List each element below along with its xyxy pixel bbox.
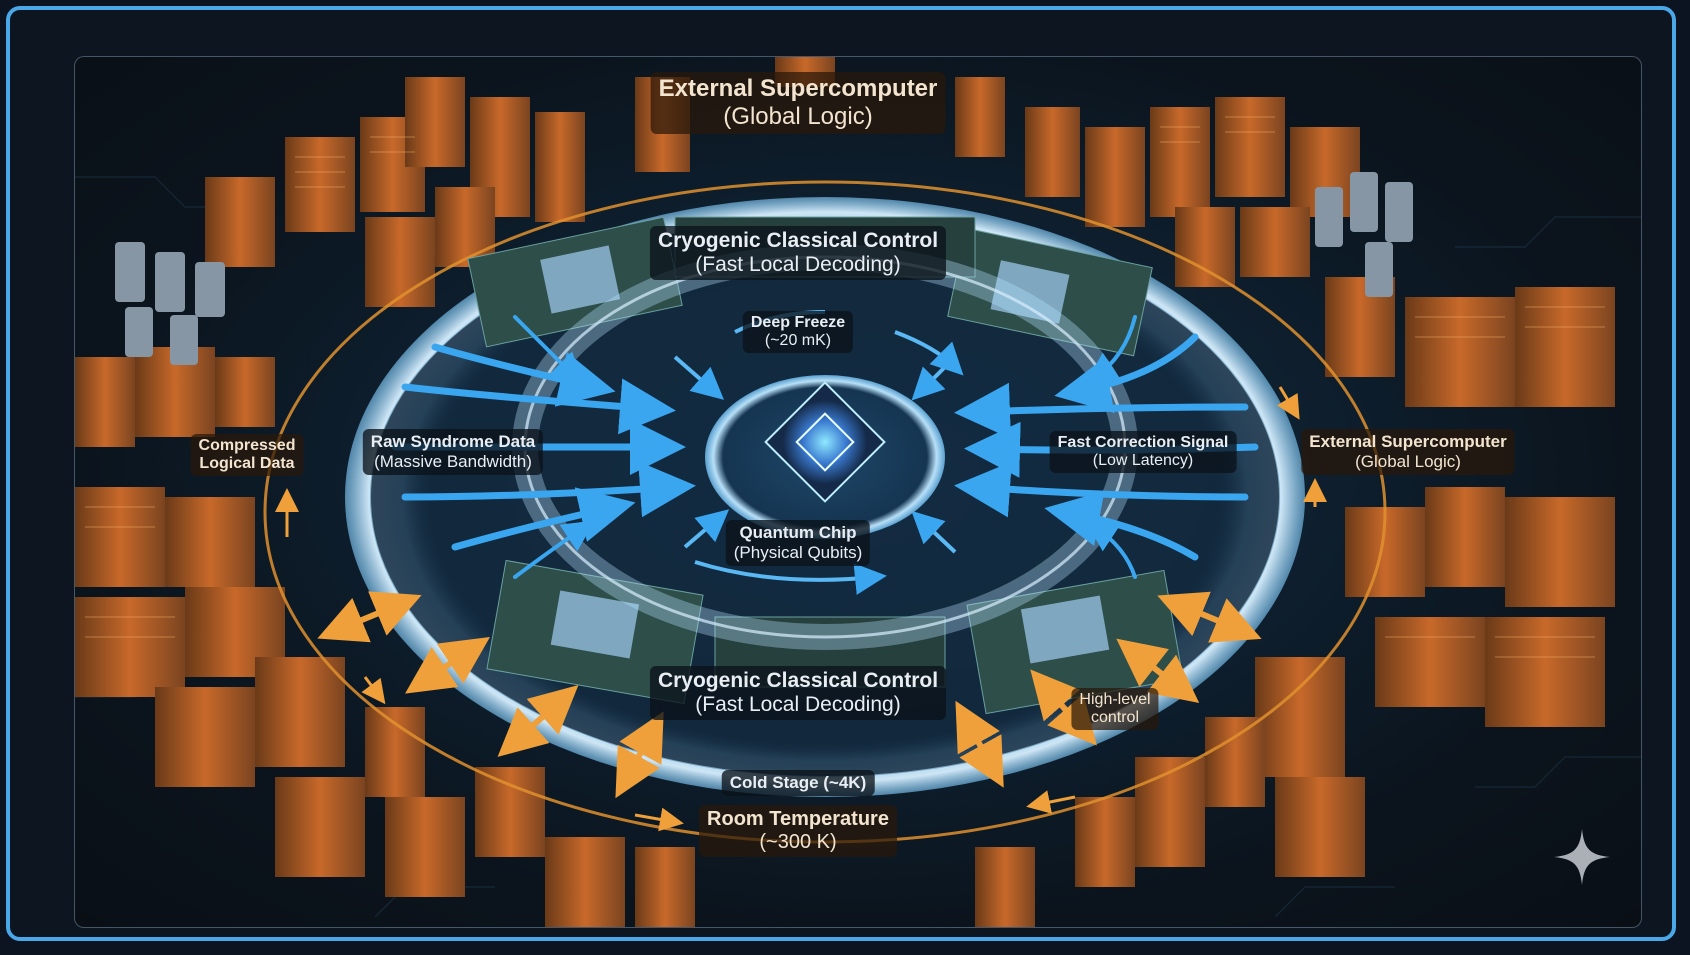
- deep-freeze-sub: (~20 mK): [764, 332, 832, 349]
- label-raw-syndrome: Raw Syndrome Data (Massive Bandwidth): [362, 429, 544, 475]
- raw-syndrome-sub: (Massive Bandwidth): [374, 452, 532, 471]
- label-quantum-chip: Quantum Chip (Physical Qubits): [725, 520, 871, 566]
- high-level-title: High-level: [1079, 691, 1151, 708]
- label-cryo-top: Cryogenic Classical Control (Fast Local …: [649, 226, 947, 280]
- quantum-chip-die: [764, 381, 886, 503]
- label-high-level: High-level control: [1071, 688, 1159, 730]
- deep-freeze-title: Deep Freeze: [750, 314, 846, 331]
- cryo-bottom-title: Cryogenic Classical Control: [657, 669, 939, 692]
- server-racks: [75, 57, 1615, 927]
- room-temp-sub: (~300 K): [759, 831, 837, 853]
- label-compressed: Compressed Logical Data: [190, 434, 304, 476]
- label-cold-stage: Cold Stage (~4K): [721, 770, 875, 796]
- supercomputer-right-title: External Supercomputer: [1309, 432, 1507, 451]
- raw-syndrome-title: Raw Syndrome Data: [370, 432, 536, 451]
- four-point-star-icon: [1554, 829, 1610, 885]
- label-fast-correction: Fast Correction Signal (Low Latency): [1049, 431, 1237, 473]
- rack-slot-lights: [85, 116, 1605, 658]
- high-level-arrows: [317, 591, 1262, 799]
- compressed-title: Compressed: [198, 437, 296, 454]
- high-level-sub: control: [1090, 709, 1140, 726]
- cryo-top-sub: (Fast Local Decoding): [695, 253, 901, 276]
- label-supercomputer-right: External Supercomputer (Global Logic): [1301, 429, 1515, 475]
- cryo-bottom-sub: (Fast Local Decoding): [695, 693, 901, 716]
- quantum-chip-title: Quantum Chip: [739, 523, 857, 542]
- room-temp-title: Room Temperature: [707, 808, 889, 830]
- supercomputer-top-sub: (Global Logic): [723, 103, 873, 130]
- label-cryo-bottom: Cryogenic Classical Control (Fast Local …: [649, 666, 947, 720]
- diagram-panel: External Supercomputer (Global Logic) Cr…: [74, 56, 1642, 928]
- supercomputer-right-sub: (Global Logic): [1355, 452, 1461, 471]
- fast-correction-sub: (Low Latency): [1092, 452, 1194, 469]
- label-supercomputer-top: External Supercomputer (Global Logic): [650, 72, 946, 134]
- cold-stage-title: Cold Stage (~4K): [729, 773, 867, 792]
- cryo-top-title: Cryogenic Classical Control: [657, 229, 939, 252]
- label-room-temp: Room Temperature (~300 K): [699, 805, 897, 857]
- fast-correction-title: Fast Correction Signal: [1057, 434, 1229, 451]
- diagram-scene: [75, 57, 1641, 927]
- label-deep-freeze: Deep Freeze (~20 mK): [742, 311, 854, 353]
- quantum-chip-sub: (Physical Qubits): [733, 543, 863, 562]
- loop-arrows: [275, 386, 1327, 832]
- supercomputer-top-title: External Supercomputer: [658, 75, 938, 102]
- cooling-towers: [115, 172, 1413, 365]
- image-frame: External Supercomputer (Global Logic) Cr…: [6, 6, 1676, 941]
- compressed-sub: Logical Data: [199, 455, 295, 472]
